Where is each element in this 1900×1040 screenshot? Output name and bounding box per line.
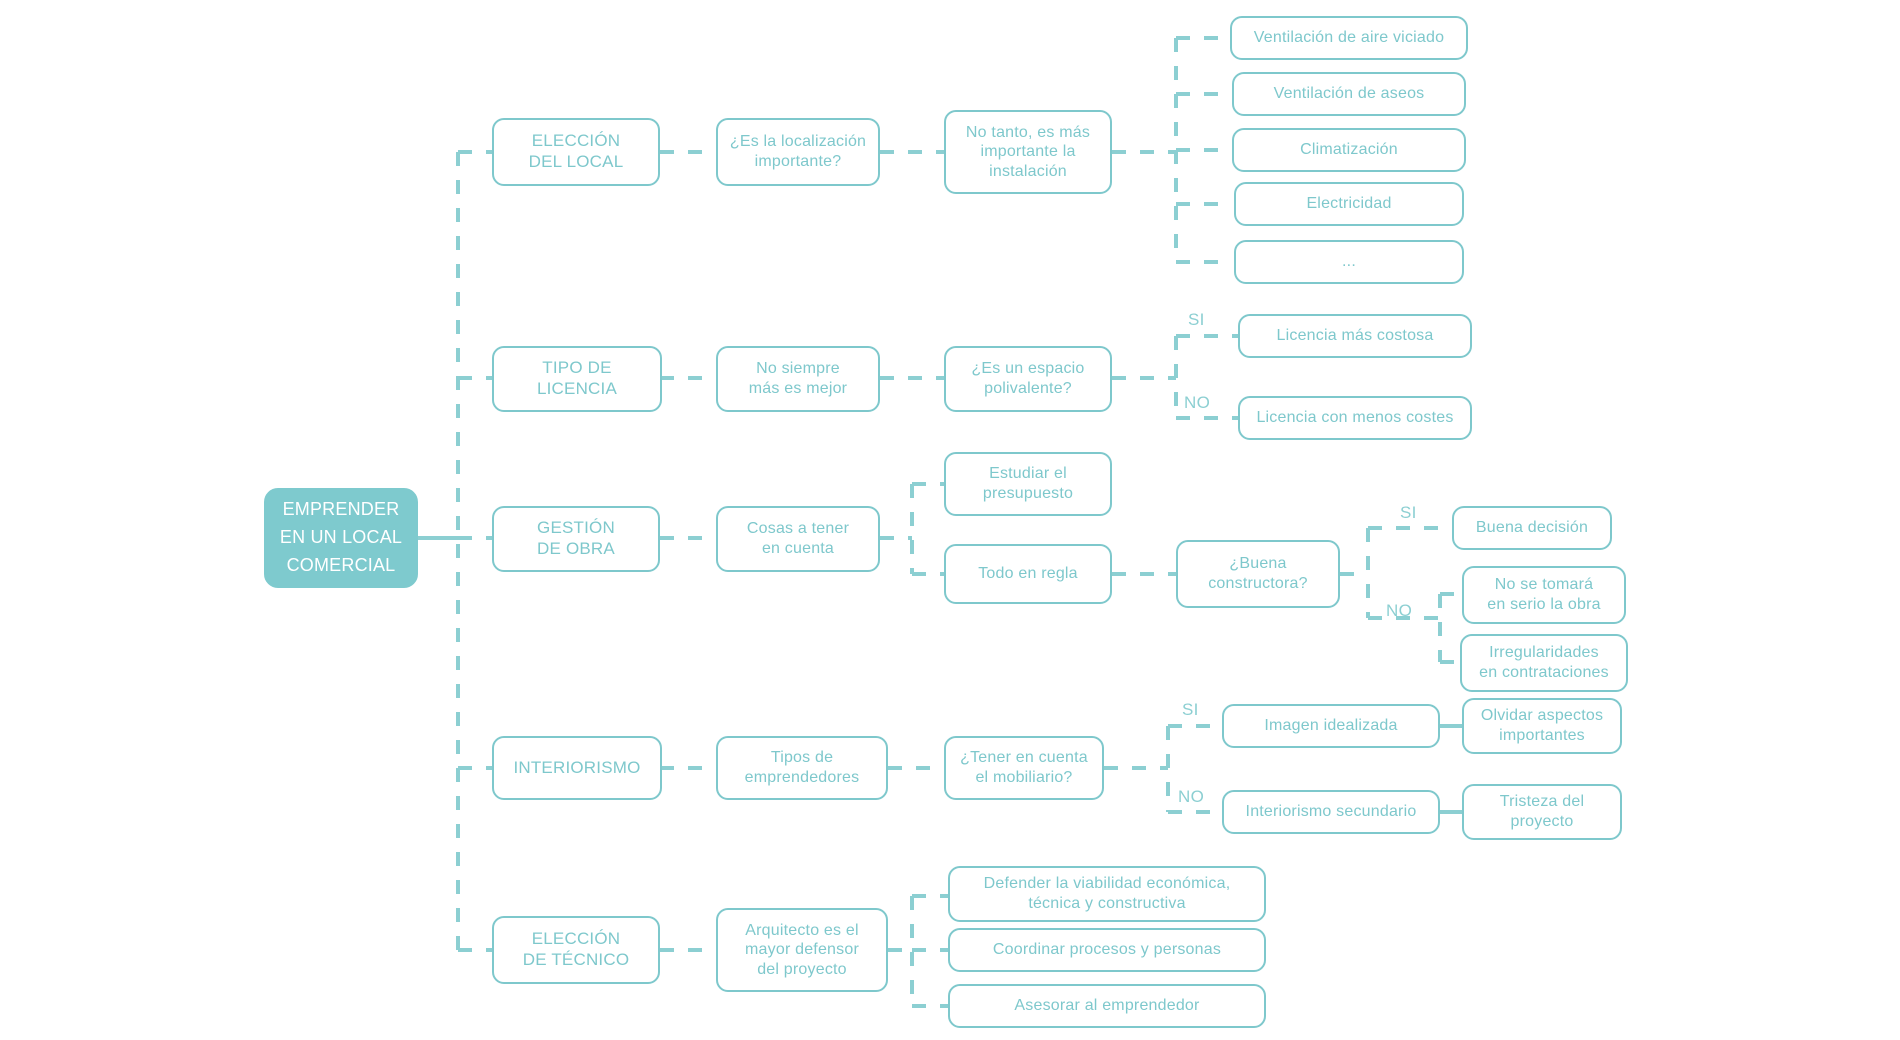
leaf-line-2: importantes <box>1499 727 1585 744</box>
branch-node-gestion-de-obra[interactable]: GESTIÓN DE OBRA <box>492 506 660 572</box>
leaf-asesorar-al-emprendedor[interactable]: Asesorar al emprendedor <box>948 984 1266 1028</box>
leaf-label: Coordinar procesos y personas <box>992 941 1222 959</box>
branch-label: INTERIORISMO <box>513 757 641 777</box>
leaf-line-2: en serio la obra <box>1487 596 1601 613</box>
leaf-label: Imagen idealizada <box>1264 717 1398 735</box>
node-line-2: emprendedores <box>744 769 860 786</box>
leaf-label: ... <box>1342 253 1356 271</box>
root-line-3: COMERCIAL <box>286 554 396 575</box>
node-line-2: en cuenta <box>761 540 835 557</box>
leaf-label: Buena decisión <box>1475 519 1589 537</box>
node-line-1: Estudiar el <box>989 465 1067 483</box>
node-line-2: presupuesto <box>982 485 1074 502</box>
edge-label-si-mobiliario: SI <box>1182 700 1199 719</box>
node-todo-en-regla[interactable]: Todo en regla <box>944 544 1112 604</box>
leaf-licencia-mas-costosa[interactable]: Licencia más costosa <box>1238 314 1472 358</box>
leaf-buena-decision[interactable]: Buena decisión <box>1452 506 1612 550</box>
branch-label-line-2: DE OBRA <box>537 539 615 558</box>
leaf-line-2: técnica y constructiva <box>1028 895 1186 912</box>
leaf-licencia-con-menos-costes[interactable]: Licencia con menos costes <box>1238 396 1472 440</box>
branch-node-interiorismo[interactable]: INTERIORISMO <box>492 736 662 800</box>
branch-label-line-1: ELECCIÓN <box>531 131 621 151</box>
node-line-2: importante la <box>980 143 1076 161</box>
edge-label-si-licencia: SI <box>1188 310 1205 329</box>
node-arquitecto-es-el-mayor-defensor-del-proyecto[interactable]: Arquitecto es el mayor defensor del proy… <box>716 908 888 992</box>
branch-label-line-1: GESTIÓN <box>537 518 615 538</box>
leaf-label: Climatización <box>1300 141 1398 159</box>
leaf-label: Asesorar al emprendedor <box>1014 997 1200 1015</box>
node-line-2: constructora? <box>1208 575 1308 592</box>
node-line-2: mayor defensor <box>745 941 859 959</box>
leaf-label: Licencia más costosa <box>1276 327 1434 345</box>
node-line-2: polivalente? <box>984 380 1072 397</box>
node-es-un-espacio-polivalente[interactable]: ¿Es un espacio polivalente? <box>944 346 1112 412</box>
branch-node-tipo-de-licencia[interactable]: TIPO DE LICENCIA <box>492 346 662 412</box>
edge-label-no-licencia: NO <box>1184 393 1211 412</box>
branch-label-line-1: ELECCIÓN <box>531 929 621 949</box>
node-line-2: el mobiliario? <box>975 769 1073 786</box>
node-tener-en-cuenta-el-mobiliario[interactable]: ¿Tener en cuenta el mobiliario? <box>944 736 1104 800</box>
leaf-electricidad[interactable]: Electricidad <box>1234 182 1464 226</box>
edge-label-no-mobiliario: NO <box>1178 787 1205 806</box>
branch-label-line-2: DE TÉCNICO <box>522 950 630 969</box>
node-buena-constructora[interactable]: ¿Buena constructora? <box>1176 540 1340 608</box>
leaf-defender-la-viabilidad[interactable]: Defender la viabilidad económica, técnic… <box>948 866 1266 922</box>
node-line-3: del proyecto <box>757 960 847 978</box>
leaf-label: Electricidad <box>1306 195 1392 213</box>
leaf-line-1: Defender la viabilidad económica, <box>983 875 1231 893</box>
node-line-3: instalación <box>989 162 1067 180</box>
leaf-line-1: Irregularidades <box>1489 644 1599 662</box>
node-line-1: No tanto, es más <box>965 123 1091 141</box>
branch-label-line-2: DEL LOCAL <box>528 152 624 171</box>
node-estudiar-el-presupuesto[interactable]: Estudiar el presupuesto <box>944 452 1112 516</box>
node-es-la-localizacion-importante[interactable]: ¿Es la localización importante? <box>716 118 880 186</box>
node-line-2: más es mejor <box>748 380 848 397</box>
node-tipos-de-emprendedores[interactable]: Tipos de emprendedores <box>716 736 888 800</box>
node-label: Todo en regla <box>978 565 1078 583</box>
leaf-label: Interiorismo secundario <box>1245 803 1417 821</box>
branch-label-line-2: LICENCIA <box>536 379 617 398</box>
leaf-line-1: No se tomará <box>1494 576 1594 594</box>
leaf-tristeza-del-proyecto[interactable]: Tristeza del proyecto <box>1462 784 1622 840</box>
node-line-1: Arquitecto es el <box>745 921 859 939</box>
node-line-1: ¿Es la localización <box>729 133 867 151</box>
leaf-label: Licencia con menos costes <box>1256 409 1454 427</box>
node-cosas-a-tener-en-cuenta[interactable]: Cosas a tener en cuenta <box>716 506 880 572</box>
node-line-1: ¿Es un espacio <box>971 360 1085 378</box>
leaf-climatizacion[interactable]: Climatización <box>1232 128 1466 172</box>
leaf-ventilacion-de-aseos[interactable]: Ventilación de aseos <box>1232 72 1466 116</box>
leaf-no-se-tomara-en-serio-la-obra[interactable]: No se tomará en serio la obra <box>1462 566 1626 624</box>
leaf-line-2: proyecto <box>1510 813 1574 830</box>
root-line-2: EN UN LOCAL <box>279 527 403 548</box>
leaf-olvidar-aspectos-importantes[interactable]: Olvidar aspectos importantes <box>1462 698 1622 754</box>
node-line-1: No siempre <box>756 360 840 378</box>
leaf-coordinar-procesos-y-personas[interactable]: Coordinar procesos y personas <box>948 928 1266 972</box>
leaf-line-2: en contrataciones <box>1479 664 1609 681</box>
leaf-ellipsis[interactable]: ... <box>1234 240 1464 284</box>
edge-label-si-constructora: SI <box>1400 503 1417 522</box>
leaf-irregularidades-en-contrataciones[interactable]: Irregularidades en contrataciones <box>1460 634 1628 692</box>
leaf-ventilacion-de-aire-viciado[interactable]: Ventilación de aire viciado <box>1230 16 1468 60</box>
root-node[interactable]: EMPRENDER EN UN LOCAL COMERCIAL <box>264 488 418 588</box>
root-line-1: EMPRENDER <box>282 499 400 520</box>
branch-label-line-1: TIPO DE <box>542 358 612 378</box>
node-line-1: ¿Tener en cuenta <box>960 749 1088 767</box>
node-no-tanto-es-mas-importante-la-instalacion[interactable]: No tanto, es más importante la instalaci… <box>944 110 1112 194</box>
node-line-2: importante? <box>754 153 842 170</box>
branch-node-eleccion-del-local[interactable]: ELECCIÓN DEL LOCAL <box>492 118 660 186</box>
node-no-siempre-mas-es-mejor[interactable]: No siempre más es mejor <box>716 346 880 412</box>
node-line-1: ¿Buena <box>1229 555 1287 573</box>
branch-node-eleccion-de-tecnico[interactable]: ELECCIÓN DE TÉCNICO <box>492 916 660 984</box>
leaf-imagen-idealizada[interactable]: Imagen idealizada <box>1222 704 1440 748</box>
node-line-1: Cosas a tener <box>746 520 850 538</box>
leaf-interiorismo-secundario[interactable]: Interiorismo secundario <box>1222 790 1440 834</box>
leaf-label: Ventilación de aseos <box>1273 85 1425 103</box>
leaf-line-1: Olvidar aspectos <box>1480 707 1604 725</box>
node-line-1: Tipos de <box>770 749 834 767</box>
leaf-line-1: Tristeza del <box>1499 793 1585 811</box>
leaf-label: Ventilación de aire viciado <box>1253 29 1445 47</box>
edge-label-no-constructora: NO <box>1386 601 1413 620</box>
